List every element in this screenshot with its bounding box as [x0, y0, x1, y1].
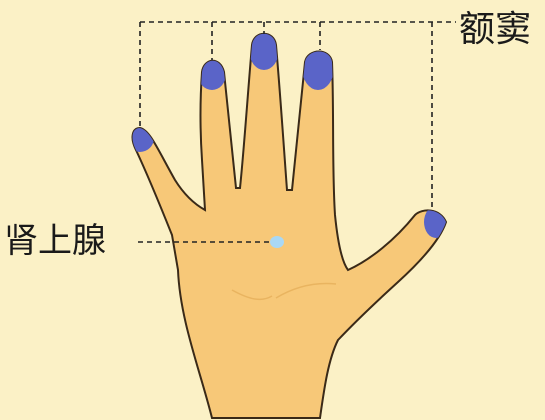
sinus-leader-lines — [139, 21, 456, 208]
adrenal-point-marker — [270, 236, 284, 248]
sinus-label: 额窦 — [459, 9, 532, 50]
palm-creases — [231, 282, 337, 301]
fingertip-marker-middle — [249, 33, 279, 70]
adrenal-label: 肾上腺 — [4, 221, 106, 261]
fingertip-marker-index — [302, 46, 334, 90]
fingertip-marker-ring — [198, 58, 226, 90]
